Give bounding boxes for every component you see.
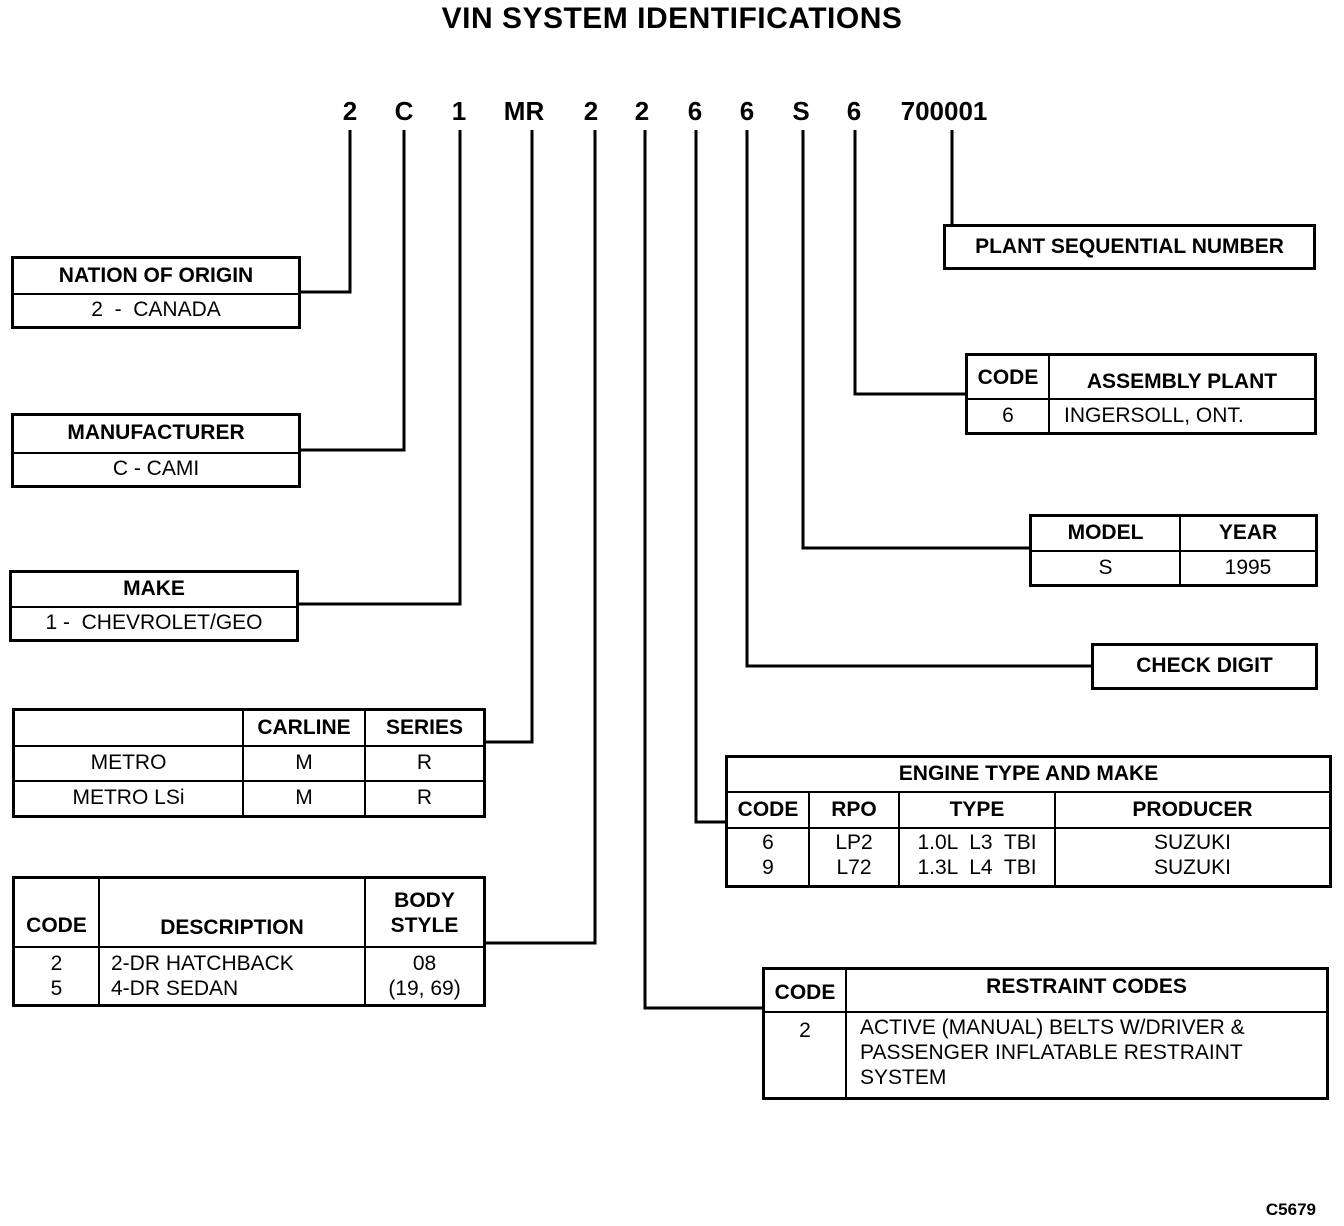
model-header: MODEL — [1067, 521, 1144, 545]
restraint-table: CODE RESTRAINT CODES 2 ACTIVE (MANUAL) B… — [762, 967, 1329, 1100]
body-descriptions: 2-DR HATCHBACK 4-DR SEDAN — [111, 952, 294, 1000]
leader-make — [297, 130, 462, 606]
carline-series-table: CARLINE SERIES METRO M R METRO LSi M R — [12, 708, 486, 818]
carline-row-2-carline: M — [295, 786, 313, 810]
body-code-header: CODE — [26, 914, 87, 938]
carline-row-1-name: METRO — [90, 751, 167, 775]
diagram-title: VIN SYSTEM IDENTIFICATIONS — [441, 2, 903, 35]
engine-codes: 6 9 — [762, 831, 774, 879]
vin-char-nation: 2 — [342, 96, 358, 126]
engine-producer-header: PRODUCER — [1132, 797, 1253, 821]
engine-title: ENGINE TYPE AND MAKE — [898, 762, 1159, 786]
series-header: SERIES — [385, 715, 464, 739]
carline-row-2-name: METRO LSi — [72, 786, 185, 810]
vin-char-make: 1 — [451, 96, 467, 126]
leader-manufacturer — [299, 130, 406, 452]
vin-char-carline-series: MR — [503, 96, 545, 126]
carline-header-blank — [15, 711, 242, 745]
leader-body-style — [485, 130, 597, 945]
leader-restraint — [643, 130, 764, 1010]
model-value: S — [1098, 555, 1113, 579]
vin-char-assembly-plant: 6 — [846, 96, 862, 126]
assembly-code-value: 6 — [1002, 403, 1014, 427]
make-value: 1 - CHEVROLET/GEO — [45, 611, 263, 635]
manufacturer-header: MANUFACTURER — [67, 421, 245, 445]
vin-char-manufacturer: C — [394, 96, 414, 126]
assembly-code-header: CODE — [977, 365, 1039, 389]
body-styles: 08 (19, 69) — [388, 952, 461, 1000]
nation-of-origin-header: NATION OF ORIGIN — [58, 263, 254, 287]
make-box: MAKE 1 - CHEVROLET/GEO — [9, 570, 299, 642]
assembly-plant-header: ASSEMBLY PLANT — [1086, 369, 1278, 393]
engine-table: ENGINE TYPE AND MAKE CODE RPO TYPE PRODU… — [725, 755, 1332, 888]
restraint-code-value: 2 — [799, 1018, 811, 1042]
model-year-table: MODEL YEAR S 1995 — [1029, 514, 1318, 587]
vin-char-sequence: 700001 — [900, 96, 988, 126]
make-header: MAKE — [123, 576, 185, 600]
check-digit-label: CHECK DIGIT — [1136, 654, 1273, 678]
year-header: YEAR — [1218, 521, 1278, 545]
plant-sequential-number-label: PLANT SEQUENTIAL NUMBER — [975, 234, 1284, 258]
vin-char-check-digit: 6 — [739, 96, 755, 126]
engine-type-header: TYPE — [949, 797, 1005, 821]
carline-row-1-carline: M — [295, 751, 313, 775]
vin-char-model-year: S — [792, 96, 810, 126]
nation-of-origin-value: 2 - CANADA — [91, 298, 221, 322]
engine-rpo-header: RPO — [831, 797, 877, 821]
restraint-code-header: CODE — [774, 981, 836, 1005]
body-style-table: CODE DESCRIPTION BODY STYLE 2 5 2-DR HAT… — [12, 876, 486, 1007]
leader-check-digit — [745, 130, 1093, 668]
assembly-plant-value: INGERSOLL, ONT. — [1064, 403, 1244, 427]
figure-code: C5679 — [1265, 1200, 1316, 1219]
vin-char-engine: 6 — [687, 96, 703, 126]
restraint-codes-header: RESTRAINT CODES — [986, 974, 1187, 998]
engine-rpos: LP2 L72 — [835, 831, 873, 879]
restraint-description: ACTIVE (MANUAL) BELTS W/DRIVER & PASSENG… — [860, 1016, 1245, 1089]
carline-row-1-series: R — [416, 751, 433, 775]
engine-producers: SUZUKI SUZUKI — [1153, 831, 1231, 879]
assembly-plant-table: CODE ASSEMBLY PLANT 6 INGERSOLL, ONT. — [965, 353, 1317, 435]
plant-sequential-number-box: PLANT SEQUENTIAL NUMBER — [943, 224, 1316, 270]
engine-code-header: CODE — [737, 797, 799, 821]
manufacturer-box: MANUFACTURER C - CAMI — [11, 413, 301, 488]
manufacturer-value: C - CAMI — [112, 457, 200, 481]
nation-of-origin-box: NATION OF ORIGIN 2 - CANADA — [11, 256, 301, 329]
leader-model-year — [801, 130, 1030, 550]
vin-char-body-style: 2 — [583, 96, 599, 126]
leader-assembly-plant — [853, 130, 967, 396]
body-style-header: BODY STYLE — [390, 889, 459, 937]
check-digit-box: CHECK DIGIT — [1091, 643, 1318, 690]
leader-carline — [484, 130, 534, 744]
body-codes: 2 5 — [50, 952, 63, 1000]
engine-types: 1.0L L3 TBI 1.3L L4 TBI — [917, 831, 1037, 879]
body-description-header: DESCRIPTION — [160, 916, 304, 940]
carline-header: CARLINE — [257, 715, 351, 739]
carline-row-2-series: R — [416, 786, 433, 810]
year-value: 1995 — [1224, 555, 1272, 579]
leader-engine — [694, 130, 726, 824]
vin-char-restraint: 2 — [634, 96, 650, 126]
leader-nation — [299, 130, 352, 294]
